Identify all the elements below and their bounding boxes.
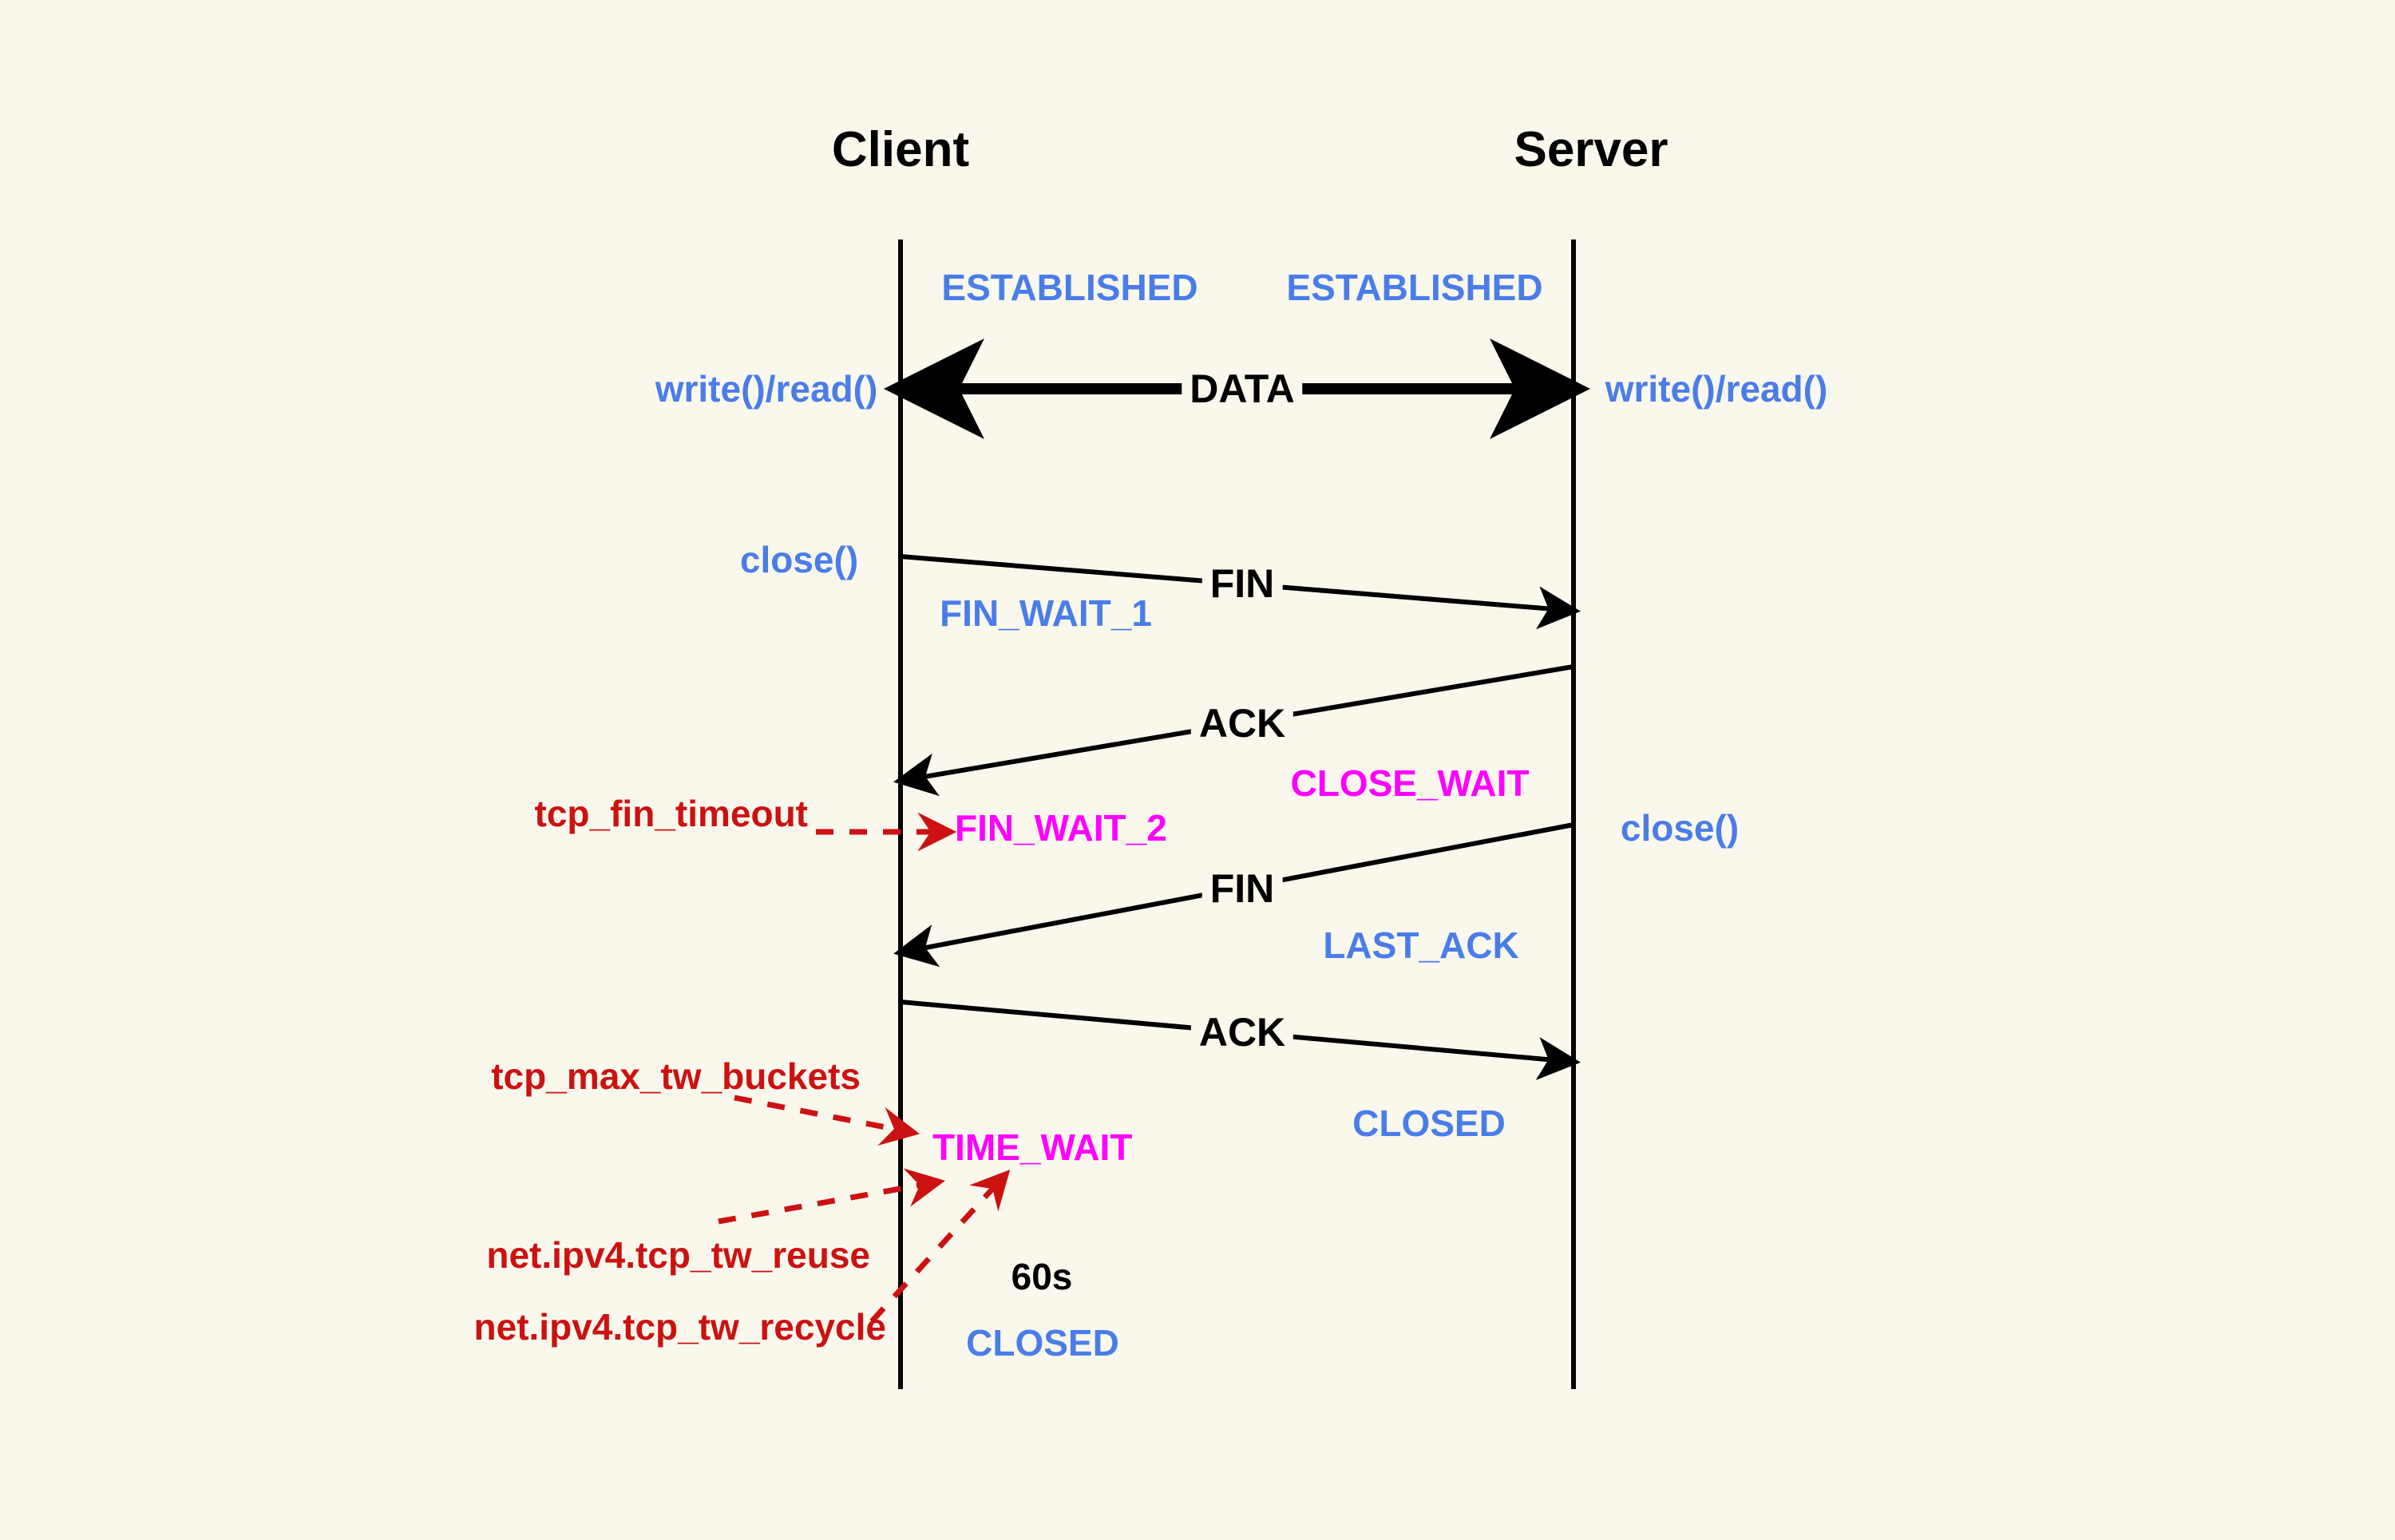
annotation-label-net-ipv4-tcp-tw-reuse: net.ipv4.tcp_tw_reuse bbox=[486, 1234, 870, 1276]
state-label-client-time-wait: TIME_WAIT bbox=[932, 1126, 1133, 1168]
annotation-arrow-net-ipv4-tcp-tw-reuse bbox=[718, 1168, 946, 1225]
annotation-arrow-tcp-max-tw-buckets bbox=[734, 1095, 920, 1146]
syscall-label-client-close: close() bbox=[739, 539, 859, 580]
participant-title-client: Client bbox=[831, 122, 970, 177]
annotation-label-tcp-max-tw-buckets: tcp_max_tw_buckets bbox=[491, 1055, 861, 1097]
message-label-data: DATA bbox=[1182, 369, 1303, 409]
state-label-server-close-wait: CLOSE_WAIT bbox=[1290, 762, 1530, 804]
message-label-fin-2: FIN bbox=[1201, 869, 1283, 909]
state-label-server-established: ESTABLISHED bbox=[1286, 267, 1543, 308]
message-label-ack-1: ACK bbox=[1190, 703, 1294, 743]
syscall-label-server-close: close() bbox=[1620, 807, 1740, 849]
syscall-label-server-write-read: write()/read() bbox=[1605, 368, 1828, 410]
participant-title-server: Server bbox=[1514, 122, 1669, 177]
message-label-fin-1: FIN bbox=[1201, 564, 1283, 604]
message-label-ack-2: ACK bbox=[1190, 1012, 1294, 1052]
state-label-client-established: ESTABLISHED bbox=[941, 267, 1198, 308]
annotation-label-net-ipv4-tcp-tw-recycle: net.ipv4.tcp_tw_recycle bbox=[473, 1306, 886, 1348]
annotation-arrows-group bbox=[718, 812, 1011, 1324]
syscall-label-client-write-read: write()/read() bbox=[655, 368, 878, 410]
duration-label-time-wait-duration: 60s bbox=[1011, 1256, 1073, 1297]
annotation-label-tcp-fin-timeout: tcp_fin_timeout bbox=[534, 793, 808, 834]
annotation-arrow-net-ipv4-tcp-tw-recycle bbox=[869, 1169, 1011, 1324]
state-label-server-last-ack: LAST_ACK bbox=[1323, 924, 1519, 966]
state-label-client-fin-wait-1: FIN_WAIT_1 bbox=[940, 592, 1152, 634]
state-label-client-fin-wait-2: FIN_WAIT_2 bbox=[955, 807, 1167, 849]
state-label-server-closed: CLOSED bbox=[1352, 1103, 1506, 1144]
state-label-client-closed: CLOSED bbox=[966, 1322, 1119, 1364]
